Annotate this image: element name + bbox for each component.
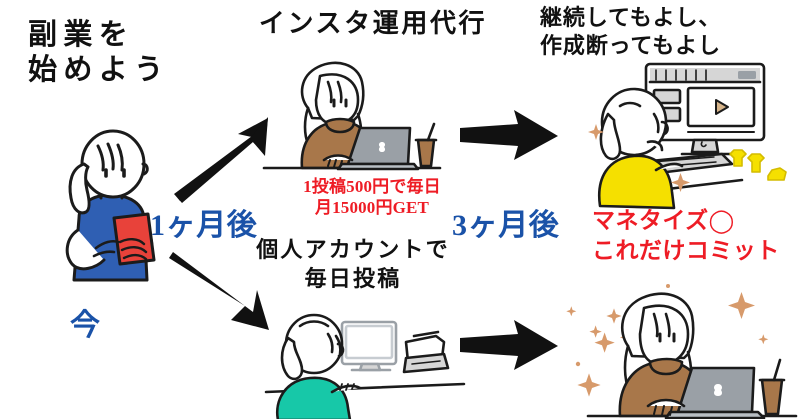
label-now: 今 (70, 309, 102, 342)
label-personal-account: 個人アカウントで 毎日投稿 (256, 237, 450, 291)
headline-start-side-job: 副業を 始めよう (28, 19, 170, 87)
label-after-3-months: 3ヶ月後 (452, 209, 560, 242)
label-price-note: 1投稿500円で毎日 月15000円GET (303, 177, 441, 218)
arrow-agency-to-keep-icon (460, 110, 558, 160)
illustration-woman-teal-monitor-printer (264, 313, 466, 419)
label-insta-agency: インスタ運用代行 (258, 9, 488, 38)
arrow-personal-to-monetize-icon (460, 320, 558, 370)
label-monetize: マネタイズ◯ これだけコミット (592, 208, 780, 264)
arrow-now-to-agency-icon (174, 117, 268, 203)
label-after-1-month: 1ヶ月後 (150, 209, 258, 242)
illustration-woman-laptop-coffee-bottom (566, 284, 798, 419)
illustration-woman-laptop-coffee-top (262, 61, 442, 171)
illustration-woman-yellow-desktop (588, 62, 787, 210)
illustration-woman-with-phone (65, 129, 156, 282)
arrow-now-to-personal-icon (169, 252, 269, 330)
label-keep-or-decline: 継続してもよし、 作成断ってもよし (540, 5, 722, 59)
